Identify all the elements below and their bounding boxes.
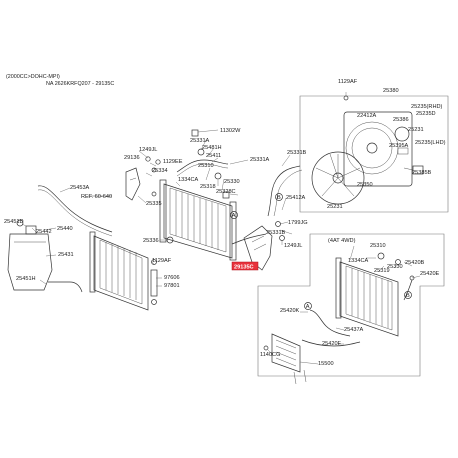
part-label[interactable]: 25451H (16, 276, 36, 282)
part-label[interactable]: 25331A (250, 157, 270, 163)
part-label[interactable]: 25440 (57, 226, 73, 232)
part-label[interactable]: 25431 (58, 252, 74, 258)
part-label[interactable]: 25330 (224, 179, 240, 185)
part-label[interactable]: 22412A (357, 113, 377, 119)
section-label: (4AT 4WD) (328, 238, 356, 244)
section-4at-4wd: (4AT 4WD) (257, 233, 445, 377)
callout-b-top: B (275, 193, 283, 201)
part-label[interactable]: 25411 (206, 153, 221, 159)
part-label[interactable]: 25437A (344, 327, 364, 333)
part-label[interactable]: 1249JL (284, 243, 302, 249)
part-label[interactable]: 25235(RHD) (411, 104, 443, 110)
receiver-drier (150, 269, 158, 297)
part-label[interactable]: 1799JG (288, 220, 308, 226)
part-label[interactable]: 25420F (322, 341, 342, 347)
upper-hose (176, 159, 229, 177)
part-label[interactable]: 25334 (152, 168, 168, 174)
part-labels: 11302W 25331A 25481H 1249JL 29136 1129EE… (4, 128, 308, 289)
part-label[interactable]: 25420K (280, 308, 300, 314)
part-label[interactable]: 29136 (124, 155, 140, 161)
part-label[interactable]: 25481H (202, 145, 222, 151)
part-label[interactable]: 1334CA (178, 177, 198, 183)
part-label[interactable]: 25335 (146, 201, 162, 207)
part-label[interactable]: 25380 (383, 88, 399, 94)
highlight-part-tag[interactable]: 29135C (231, 261, 259, 271)
part-label[interactable]: 25453A (70, 185, 90, 191)
part-label[interactable]: 1334CA (348, 258, 368, 264)
cooler-hose-4wd (301, 309, 361, 347)
part-label[interactable]: 25442 (36, 229, 52, 235)
fan-shroud-icon (343, 111, 413, 187)
part-label[interactable]: 25412A (286, 195, 306, 201)
fan-shroud-group (299, 92, 449, 213)
radiator-bracket (125, 167, 141, 201)
svg-text:A: A (306, 304, 310, 310)
part-label[interactable]: 25319 (374, 268, 390, 274)
part-label[interactable]: 97801 (164, 283, 180, 289)
part-label[interactable]: 25330 (387, 264, 403, 270)
reservoir-cap-icon (25, 225, 37, 235)
part-label[interactable]: 1129AF (338, 79, 358, 85)
part-label[interactable]: 25231 (327, 204, 343, 210)
part-label[interactable]: 25336 (143, 238, 159, 244)
oil-cooler (271, 333, 301, 373)
callout-a-bottom: A (304, 302, 312, 310)
part-label[interactable]: 25331B (287, 150, 307, 156)
callout-b-bottom: B (404, 291, 412, 299)
part-label[interactable]: 25328C (216, 189, 236, 195)
part-label[interactable]: 25331A (190, 138, 210, 144)
part-label[interactable]: 1249JL (139, 147, 157, 153)
part-label[interactable]: 15500 (318, 361, 334, 367)
part-label[interactable]: 25451D (4, 219, 24, 225)
fan-blade-icon (311, 151, 365, 205)
part-label[interactable]: 25331B (266, 230, 286, 236)
lower-hose (231, 233, 267, 245)
overflow-hose (37, 185, 113, 237)
part-label[interactable]: 25231 (408, 127, 424, 133)
part-label[interactable]: 25235D (416, 111, 436, 117)
part-label[interactable]: 11302W (220, 128, 241, 134)
main-radiator (159, 179, 237, 261)
part-label[interactable]: 25420E (420, 271, 440, 277)
part-label[interactable]: 25395A (389, 143, 409, 149)
part-label[interactable]: 97606 (164, 275, 180, 281)
part-label[interactable]: 25350 (357, 182, 373, 188)
diagram-subtitle: NA 2626KRFQ207 - 29135C (46, 81, 114, 87)
svg-text:B: B (406, 293, 410, 299)
svg-text:B: B (277, 195, 281, 201)
part-label[interactable]: 25310 (198, 163, 214, 169)
part-label[interactable]: 25385B (412, 170, 432, 176)
reservoir-tank (7, 219, 53, 291)
highlighted-part-number[interactable]: 29135C (234, 265, 254, 271)
engine-spec-label: (2000CC>DOHC-MPI) (6, 74, 60, 80)
part-label[interactable]: 25318 (200, 184, 216, 190)
part-label[interactable]: 1129EE (163, 159, 183, 165)
part-label[interactable]: 1140CG (260, 352, 280, 358)
fan-motor-icon (394, 126, 410, 142)
radiator-4wd (335, 257, 399, 337)
ref-label[interactable]: REF. 60-640 (81, 194, 112, 200)
part-label[interactable]: 25420B (405, 260, 425, 266)
part-label[interactable]: 25310 (370, 243, 386, 249)
part-label[interactable]: 1129AF (152, 258, 172, 264)
bolt-icon (197, 148, 205, 156)
radiator-upper-hose (267, 165, 303, 217)
callout-a-top: A (230, 211, 238, 219)
reservoir-hose (48, 281, 83, 293)
part-label[interactable]: 25235(LHD) (415, 140, 446, 146)
bolt-icon (191, 129, 199, 137)
drain-plug-icon (214, 172, 222, 180)
part-label[interactable]: 25386 (393, 117, 409, 123)
svg-text:A: A (232, 213, 236, 219)
condenser (89, 231, 149, 311)
leader-lines (21, 129, 421, 365)
part-labels-4wd: 25310 1334CA 25319 25330 25420B 25420E 2… (260, 243, 440, 367)
